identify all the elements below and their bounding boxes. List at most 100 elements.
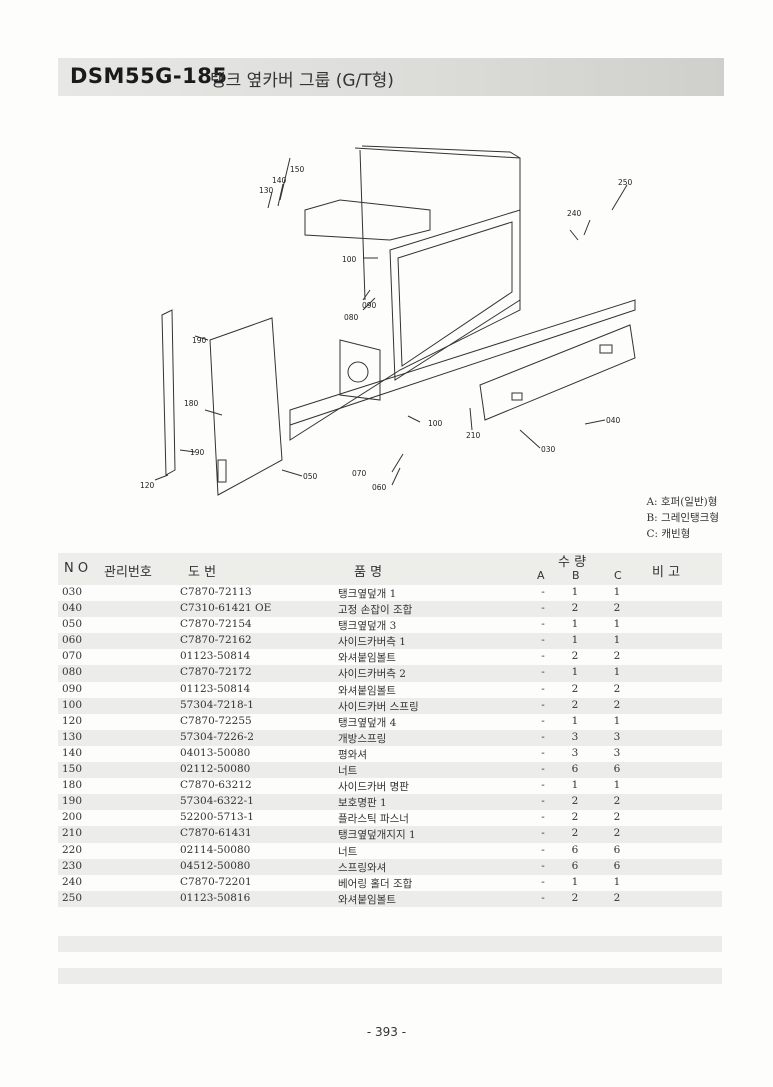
qty-b: 3 [571,746,579,759]
drawing-number: 01123-50816 [180,891,251,904]
drawing-number: C7870-61431 [180,827,252,840]
qty-c: 6 [613,763,621,776]
drawing-number: C7870-72162 [180,634,252,647]
qty-a: - [541,779,545,792]
part-name: 스프링와셔 [338,861,387,874]
inner-panel [339,339,381,401]
qty-b: 2 [571,650,579,663]
qty-a: - [541,666,545,679]
callout-140: 140 [272,176,287,185]
part-190-strip [161,309,176,476]
part-name: 사이드카버 스프링 [338,700,419,713]
part-050-panel [209,317,283,496]
qty-b: 1 [571,586,579,598]
qty-b: 2 [571,827,579,840]
header-mgmt-number: 관리번호 [104,565,152,580]
qty-c: 3 [613,730,621,743]
qty-b: 3 [571,730,579,743]
part-name: 고정 손잡이 조합 [338,604,413,617]
part-no: 040 [62,602,83,615]
part-name: 와셔붙임볼트 [338,684,396,697]
tank-side-window [389,209,521,381]
callout-040: 040 [606,416,621,425]
qty-b: 2 [571,891,579,904]
part-no: 130 [62,730,83,743]
callout-240: 240 [567,209,582,218]
qty-a: - [541,618,545,631]
qty-b: 2 [571,811,579,824]
callout-250: 250 [618,178,633,187]
qty-b: 6 [571,859,579,872]
part-no: 240 [62,875,83,888]
blank-row-band [58,936,722,952]
qty-b: 1 [571,634,579,647]
qty-b: 2 [571,795,579,808]
header-qty-c: C [614,569,622,582]
part-name: 너트 [338,845,358,858]
part-no: 140 [62,746,83,759]
drawing-number: C7310-61421 OE [180,602,272,615]
qty-c: 6 [613,859,621,872]
qty-c: 2 [613,811,621,824]
base-rail [289,299,636,426]
exploded-parts-diagram: 150 140 130 250 240 100 090 080 190 180 … [140,145,636,496]
part-no: 250 [62,891,83,904]
qty-a: - [541,827,545,840]
group-title: 탱크 옆카버 그룹 (G/T형) [210,71,394,91]
blank-row-band [58,968,722,984]
callout-100-top: 100 [342,255,357,264]
part-no: 180 [62,779,83,792]
drawing-number: 01123-50814 [180,650,251,663]
part-no: 210 [62,827,83,840]
qty-a: - [541,746,545,759]
part-name: 와셔붙임볼트 [338,652,396,665]
callout-130: 130 [259,186,274,195]
callout-070: 070 [352,469,367,478]
qty-c: 2 [613,698,621,711]
qty-c: 1 [613,779,621,792]
qty-b: 2 [571,602,579,615]
part-name: 와셔붙임볼트 [338,893,396,906]
part-name: 베어링 홀더 조합 [338,877,413,890]
variant-legend: A: 호퍼(일반)형 B: 그레인탱크형 C: 캐빈형 [646,494,719,542]
qty-a: - [541,891,545,904]
qty-a: - [541,795,545,808]
group-code: DSM55G-185 [70,64,228,88]
part-no: 100 [62,698,83,711]
callout-210: 210 [466,431,481,440]
callout-030: 030 [541,445,556,454]
callout-060: 060 [372,483,387,492]
qty-a: - [541,650,545,663]
legend-item-c: C: 캐빈형 [646,528,691,540]
header-drawing-number: 도 번 [188,565,217,580]
part-no: 050 [62,618,83,631]
qty-c: 6 [613,843,621,856]
drawing-number: C7870-72172 [180,666,252,679]
callout-180: 180 [184,399,199,408]
part-no: 230 [62,859,83,872]
drawing-number: 57304-6322-1 [180,795,254,808]
callout-190-upper: 190 [192,336,207,345]
qty-a: - [541,763,545,776]
qty-c: 2 [613,827,621,840]
drawing-number: 52200-5713-1 [180,811,254,824]
legend-item-a: A: 호퍼(일반)형 [646,496,718,508]
qty-b: 6 [571,763,579,776]
qty-c: 1 [613,634,621,647]
qty-c: 2 [613,650,621,663]
drawing-number: C7870-63212 [180,779,252,792]
qty-c: 3 [613,746,621,759]
qty-a: - [541,859,545,872]
